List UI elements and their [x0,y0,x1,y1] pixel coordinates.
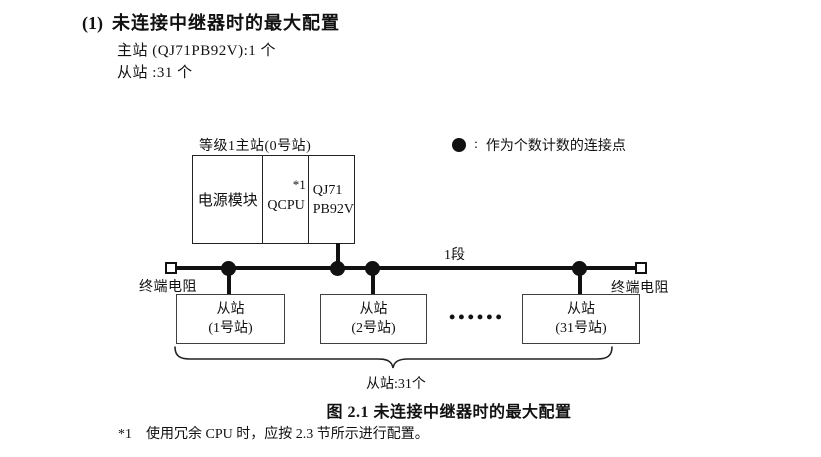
slave-box-station: (1号站) [208,321,253,336]
segment-label: 1段 [444,248,465,263]
connection-point-icon [452,138,466,152]
slave-box-station: (31号站) [555,321,607,336]
slave-count-brace [174,346,613,369]
qj71pb92v-line2: PB92V [312,201,354,217]
terminating-resistor-left-label: 终端电阻 [139,280,197,295]
master-drop-line [336,243,340,268]
slave2-drop-line [371,268,375,295]
ellipsis-dots: •••••• [449,307,505,327]
qcpu-label: QCPU [267,198,305,213]
master-station-label: 等级1主站(0号站) [199,139,312,154]
terminating-resistor-right-label: 终端电阻 [611,281,669,296]
terminating-resistor-left-icon [165,262,177,274]
slave-station-box-2: 从站 (2号站) [320,294,427,344]
connection-dot [330,261,345,276]
figure-caption: 图 2.1 未连接中继器时的最大配置 [326,404,572,421]
section-number: (1) [82,13,103,33]
slave-station-box-31: 从站 (31号站) [522,294,640,344]
slave1-drop-line [227,268,231,295]
slave31-drop-line [578,268,582,295]
slave-station-box-1: 从站 (1号站) [176,294,285,344]
slave-box-title: 从站 [359,302,388,317]
connection-dot [572,261,587,276]
slave-total-label: 从站:31个 [366,377,426,392]
section-heading: (1) 未连接中继器时的最大配置 [82,9,340,35]
slave-count-line: 从站 :31 个 [117,65,193,81]
power-module-cell: 电源模块 [193,156,264,243]
master-count-line: 主站 (QJ71PB92V):1 个 [117,43,277,59]
section-title: 未连接中继器时的最大配置 [112,13,340,33]
legend: : 作为个数计数的连接点 [452,135,626,155]
bus-line [176,266,635,270]
terminating-resistor-right-icon [635,262,647,274]
legend-separator: : [474,137,478,152]
qj71pb92v-line1: QJ71 [312,182,343,198]
connection-dot [221,261,236,276]
footnote-marker: *1 [118,427,132,442]
footnote-text: 使用冗余 CPU 时，应按 2.3 节所示进行配置。 [146,427,429,442]
footnote: *1 使用冗余 CPU 时，应按 2.3 节所示进行配置。 [118,423,429,443]
slave-box-title: 从站 [216,302,245,317]
slave-box-title: 从站 [567,302,595,317]
connection-dot [365,261,380,276]
qcpu-cell: *1 QCPU [263,156,309,243]
legend-text: 作为个数计数的连接点 [485,139,626,154]
slave-box-station: (2号站) [351,321,396,336]
qj71pb92v-cell: QJ71 PB92V [309,156,354,243]
master-station-box: 电源模块 *1 QCPU QJ71 PB92V [192,155,355,244]
qcpu-footnote-ref: *1 [292,177,306,192]
